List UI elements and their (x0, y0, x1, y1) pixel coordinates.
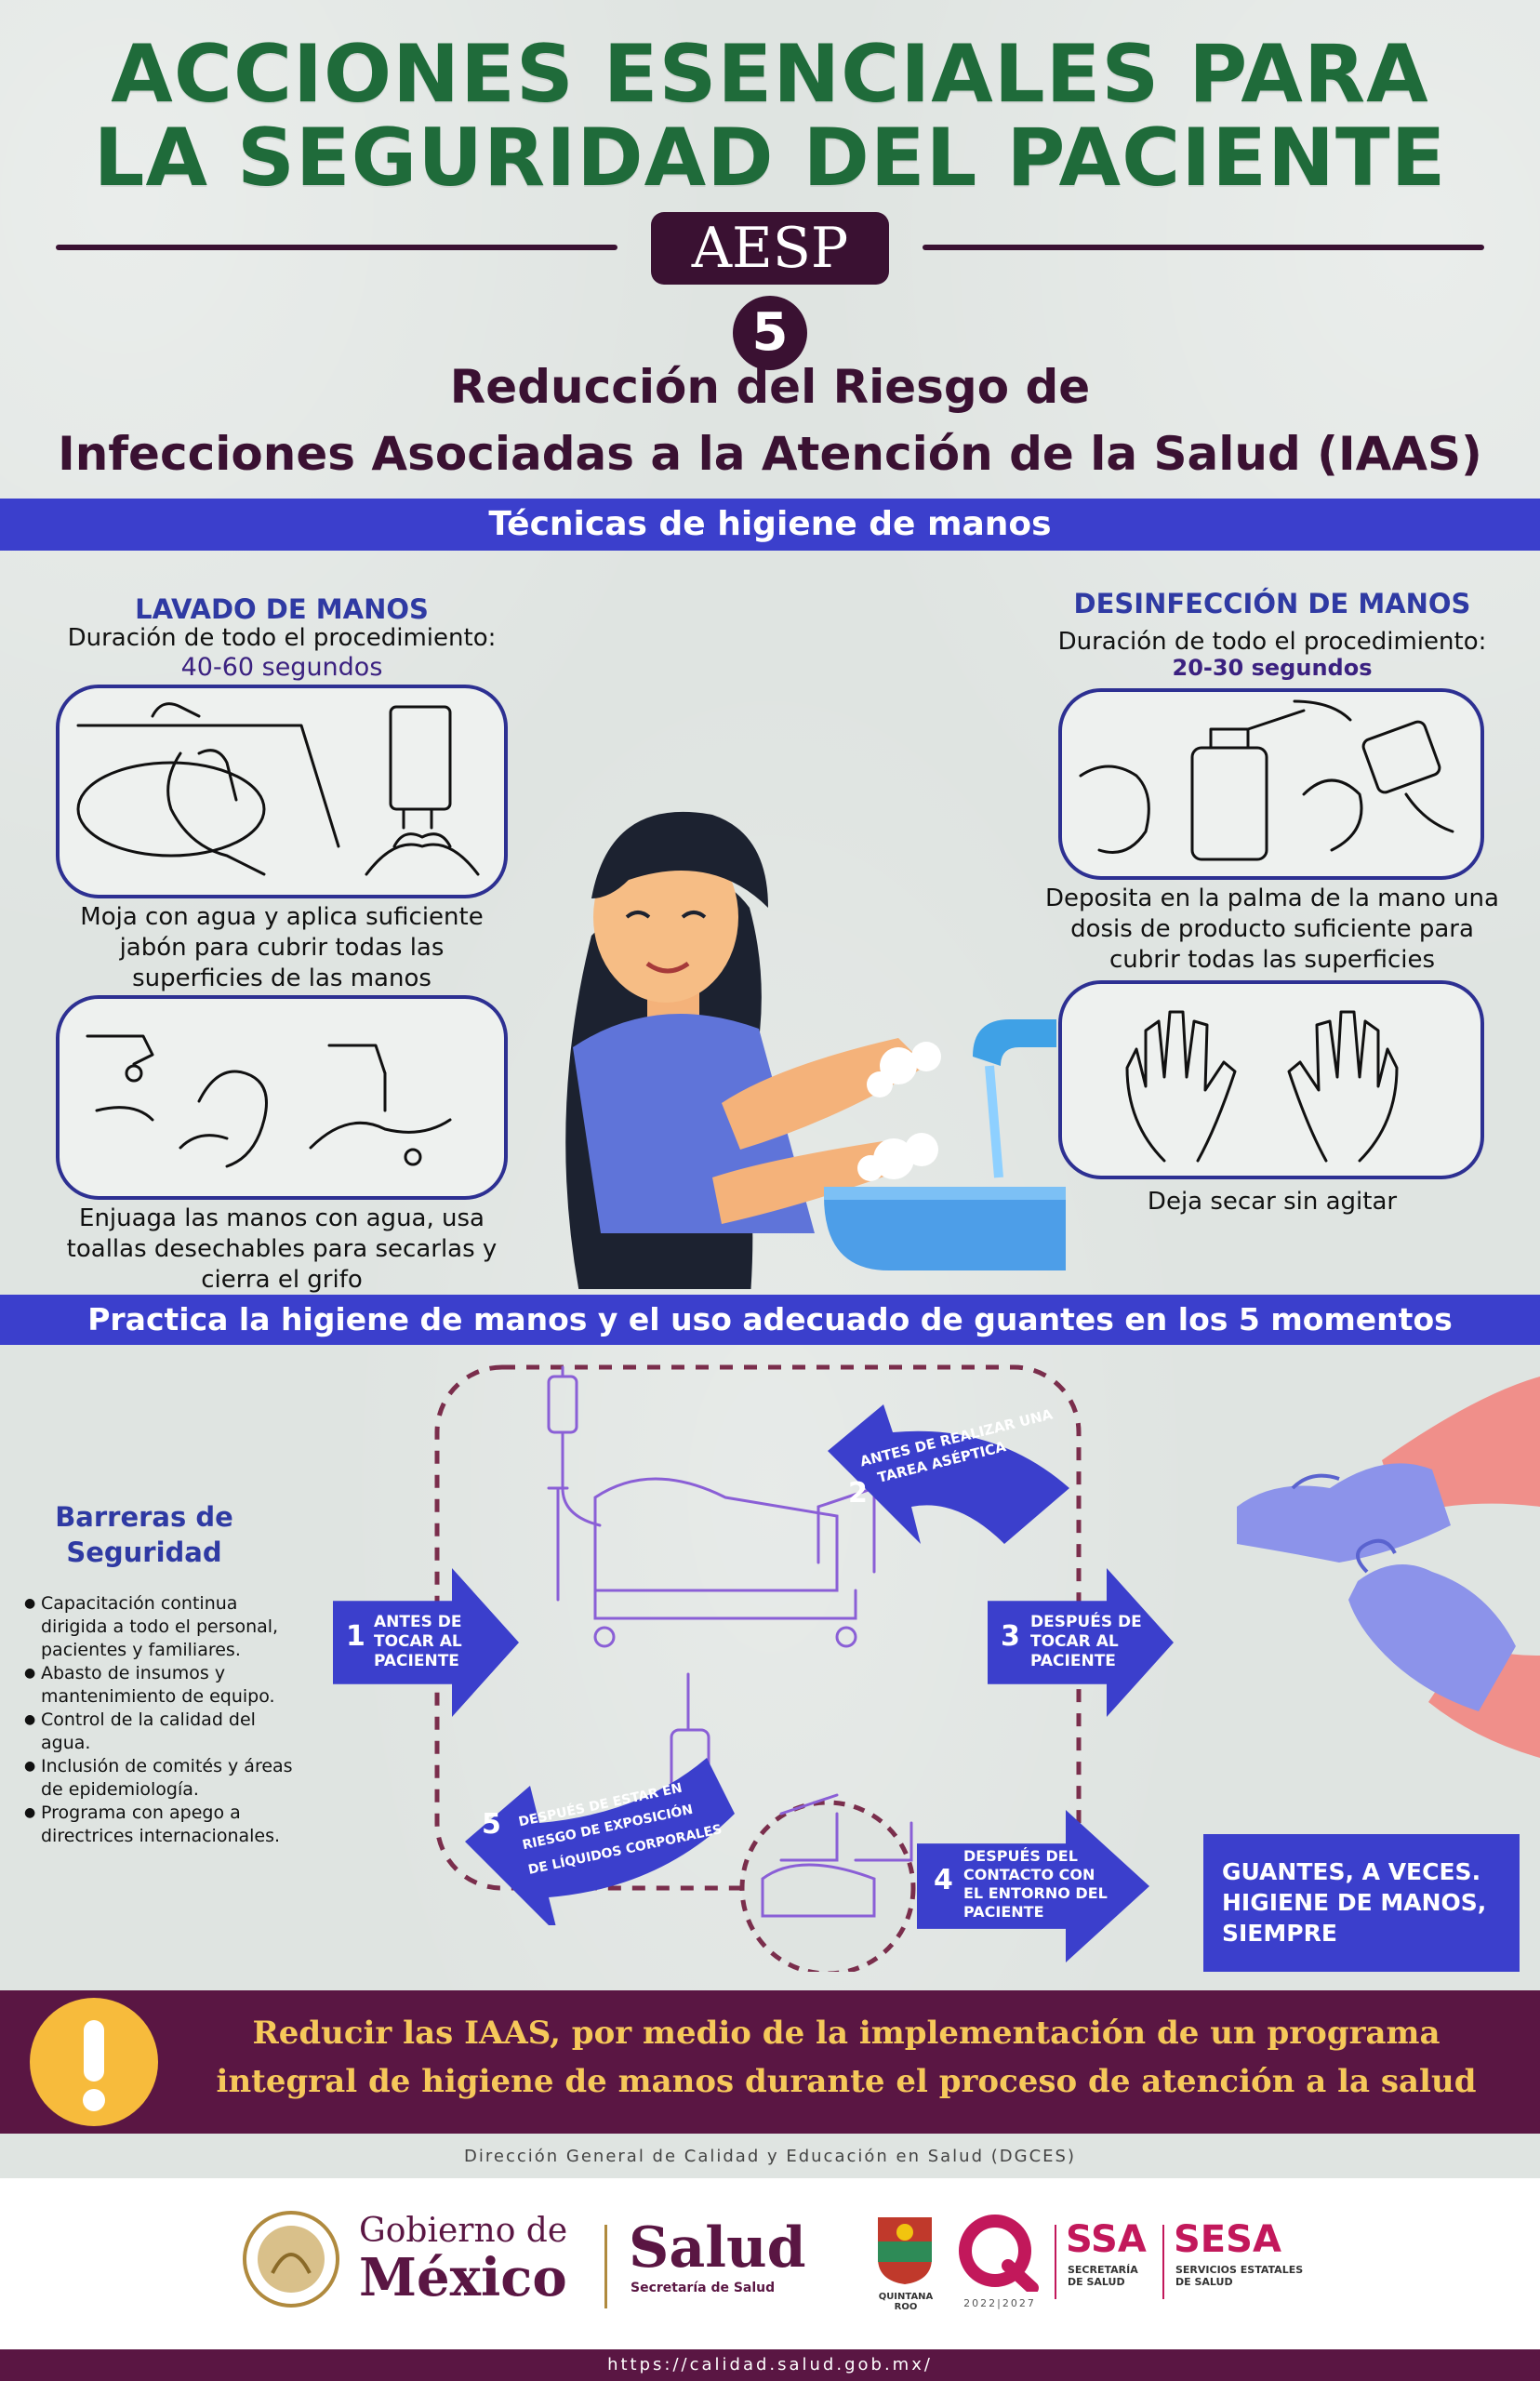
barrera-item: Control de la calidad del agua. (24, 1709, 303, 1755)
title-divider-left (56, 245, 617, 250)
dgces-credit: Dirección General de Calidad y Educación… (464, 2147, 1076, 2166)
salud-subtitle: Secretaría de Salud (631, 2281, 776, 2295)
qroo-q-logo-icon (959, 2215, 1039, 2292)
mexico-text: México (359, 2247, 567, 2308)
barreras-list: Capacitación continua dirigida a todo el… (24, 1592, 303, 1848)
moment-4-label-2: CONTACTO CON (963, 1866, 1095, 1883)
moment-3-label-1: DESPUÉS DE (1030, 1613, 1142, 1631)
lavado-step1-illustration (56, 685, 508, 898)
page-title-line-1: ACCIONES ESENCIALES PARA (111, 28, 1429, 121)
moment-3-number: 3 (1001, 1620, 1020, 1653)
quintana-roo-shield-icon (878, 2217, 932, 2284)
moment-4-label-3: EL ENTORNO DEL (963, 1884, 1108, 1902)
guantes-callout: GUANTES, A VECES. HIGIENE DE MANOS, SIEM… (1203, 1834, 1520, 1972)
footer-url[interactable]: https://calidad.salud.gob.mx/ (0, 2349, 1540, 2381)
lavado-step2-text: Enjuaga las manos con agua, usa toallas … (66, 1204, 498, 1294)
footer-logos (0, 2178, 1540, 2349)
lavado-duration: 40-60 segundos (180, 653, 383, 682)
moment-5-arrow (465, 1758, 735, 1925)
moment-4-label-4: PACIENTE (963, 1903, 1044, 1921)
barrera-item: Abasto de insumos y mantenimiento de equ… (24, 1662, 303, 1709)
sink-hands-icon (76, 702, 480, 876)
moment-1-label-1: ANTES DE (374, 1613, 462, 1631)
salud-text: Salud (629, 2215, 806, 2281)
barreras-title-2: Seguridad (66, 1536, 222, 1568)
barrera-item: Capacitación continua dirigida a todo el… (24, 1592, 303, 1662)
moment-5-number: 5 (482, 1808, 501, 1841)
lavado-step1-text: Moja con agua y aplica suficiente jabón … (80, 903, 484, 992)
aesp-badge: AESP (651, 212, 889, 285)
gobierno-de-text: Gobierno de (359, 2212, 568, 2250)
moment-1-label-3: PACIENTE (374, 1652, 459, 1670)
ssa-text: SSA (1066, 2218, 1147, 2261)
callout-text: Reducir las IAAS, por medio de la implem… (177, 2009, 1516, 2106)
barrera-item: Programa con apego a directrices interna… (24, 1802, 303, 1848)
moment-2-arrow (828, 1404, 1069, 1544)
callout-line-2: integral de higiene de manos durante el … (216, 2063, 1477, 2100)
gloved-hands-illustration (1237, 1377, 1540, 1758)
callout-band (0, 1990, 1540, 2134)
guantes-line-1: GUANTES, A VECES. (1222, 1858, 1481, 1885)
subtitle-line-1: Reducción del Riesgo de (449, 360, 1091, 414)
barrera-item: Inclusión de comités y áreas de epidemio… (24, 1755, 303, 1802)
ssa-subtitle-1: SECRETARÍA (1068, 2264, 1138, 2276)
moment-3-label-3: PACIENTE (1030, 1652, 1116, 1670)
quintana-roo-text: QUINTANA ROO (878, 2292, 934, 2312)
page-title-line-2: LA SEGURIDAD DEL PACIENTE (93, 112, 1447, 205)
callout-line-1: Reducir las IAAS, por medio de la implem… (252, 2015, 1440, 2052)
moment-3-label-2: TOCAR AL (1030, 1632, 1119, 1651)
moment-4-number: 4 (934, 1864, 953, 1896)
mexico-seal-icon (243, 2211, 339, 2308)
sesa-subtitle-1: SERVICIOS ESTATALES (1175, 2264, 1304, 2276)
barreras-title-1: Barreras de (55, 1501, 233, 1533)
guantes-line-2: HIGIENE DE MANOS, (1222, 1889, 1487, 1916)
section-band-hand-hygiene: Técnicas de higiene de manos (0, 499, 1540, 551)
sesa-subtitle-2: DE SALUD (1175, 2276, 1233, 2288)
desinfeccion-duration: 20-30 segundos (1172, 655, 1373, 681)
moment-2-number: 2 (848, 1477, 868, 1510)
years-text: 2022|2027 (963, 2297, 1036, 2309)
moment-1-label-2: TOCAR AL (374, 1632, 462, 1651)
section-band-5-moments: Practica la higiene de manos y el uso ad… (0, 1295, 1540, 1345)
desinfeccion-title: DESINFECCIÓN DE MANOS (1073, 588, 1471, 619)
desinfeccion-step1-illustration (1058, 688, 1484, 880)
lavado-duration-label: Duración de todo el procedimiento: (67, 624, 497, 652)
footer-divider-3 (1162, 2225, 1164, 2299)
aesp-number-badge: 5 (733, 296, 807, 370)
subtitle-line-2: Infecciones Asociadas a la Atención de l… (58, 427, 1482, 481)
lavado-title: LAVADO DE MANOS (135, 593, 429, 625)
warning-icon (30, 1998, 158, 2126)
desinfeccion-step1-text: Deposita en la palma de la mano una dosi… (1045, 885, 1499, 974)
five-moments-diagram (434, 1364, 1082, 1972)
ssa-subtitle-2: DE SALUD (1068, 2276, 1125, 2288)
sesa-text: SESA (1174, 2218, 1281, 2261)
desinfeccion-duration-label: Duración de todo el procedimiento: (1057, 628, 1487, 656)
sanitizer-pump-icon (1079, 699, 1454, 861)
footer-divider (604, 2225, 607, 2308)
title-divider-right (923, 245, 1484, 250)
woman-washing-hands-illustration (565, 811, 1066, 1289)
moment-4-label-1: DESPUÉS DEL (963, 1847, 1078, 1865)
moment-1-number: 1 (346, 1620, 365, 1653)
footer-divider-2 (1055, 2225, 1056, 2299)
rinse-hands-icon (86, 1034, 452, 1168)
guantes-line-3: SIEMPRE (1222, 1920, 1337, 1947)
desinfeccion-step2-illustration (1058, 980, 1484, 1179)
open-palms-icon (1125, 1010, 1399, 1163)
lavado-step2-illustration (56, 995, 508, 1200)
desinfeccion-step2-text: Deja secar sin agitar (1147, 1188, 1398, 1216)
